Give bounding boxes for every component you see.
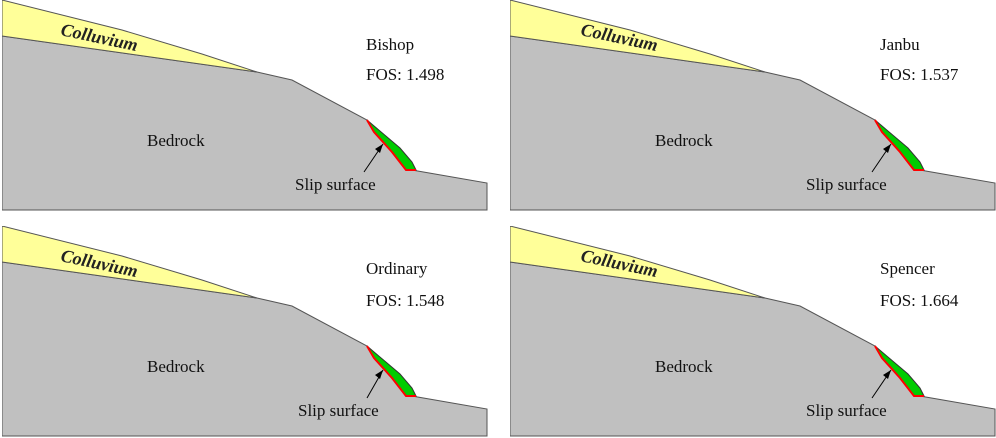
bedrock-region xyxy=(510,35,996,211)
slip-surface-label: Slip surface xyxy=(806,175,887,194)
bedrock-region xyxy=(2,261,488,437)
bedrock-label: Bedrock xyxy=(655,131,713,150)
bedrock-region xyxy=(510,261,996,437)
arrow-head xyxy=(375,144,383,153)
slope-diagram: Colluvium Janbu FOS: 1.537 Bedrock Slip … xyxy=(510,0,996,211)
panel-ordinary: Colluvium Ordinary FOS: 1.548 Bedrock Sl… xyxy=(2,226,490,438)
slope-diagram: Colluvium Spencer FOS: 1.664 Bedrock Sli… xyxy=(510,226,996,437)
bedrock-label: Bedrock xyxy=(147,357,205,376)
slip-surface-line xyxy=(366,345,416,397)
fos-label: FOS: 1.537 xyxy=(880,65,959,84)
fos-label: FOS: 1.548 xyxy=(366,291,444,310)
slip-surface-label: Slip surface xyxy=(295,175,376,194)
slip-surface-line xyxy=(874,345,924,397)
bedrock-label: Bedrock xyxy=(147,131,205,150)
slope-diagram: Colluvium Bishop FOS: 1.498 Bedrock Slip… xyxy=(2,0,488,211)
arrow-head xyxy=(375,370,383,379)
method-label: Janbu xyxy=(880,35,920,54)
arrow-head xyxy=(883,144,891,153)
arrow-head xyxy=(883,370,891,379)
colluvium-layer xyxy=(510,226,766,299)
fos-label: FOS: 1.498 xyxy=(366,65,444,84)
bedrock-label: Bedrock xyxy=(655,357,713,376)
bedrock-region xyxy=(2,35,488,211)
slip-surface-line xyxy=(874,119,924,171)
slope-diagram: Colluvium Ordinary FOS: 1.548 Bedrock Sl… xyxy=(2,226,488,437)
colluvium-layer xyxy=(2,226,258,299)
method-label: Ordinary xyxy=(366,259,428,278)
panel-janbu: Colluvium Janbu FOS: 1.537 Bedrock Slip … xyxy=(510,0,996,212)
slip-surface-label: Slip surface xyxy=(806,401,887,420)
fos-label: FOS: 1.664 xyxy=(880,291,959,310)
method-label: Spencer xyxy=(880,259,935,278)
panel-bishop: Colluvium Bishop FOS: 1.498 Bedrock Slip… xyxy=(2,0,490,212)
panel-spencer: Colluvium Spencer FOS: 1.664 Bedrock Sli… xyxy=(510,226,996,438)
colluvium-layer xyxy=(2,0,258,73)
colluvium-layer xyxy=(510,0,766,73)
slip-surface-label: Slip surface xyxy=(298,401,379,420)
slip-surface-line xyxy=(366,119,416,171)
method-label: Bishop xyxy=(366,35,414,54)
